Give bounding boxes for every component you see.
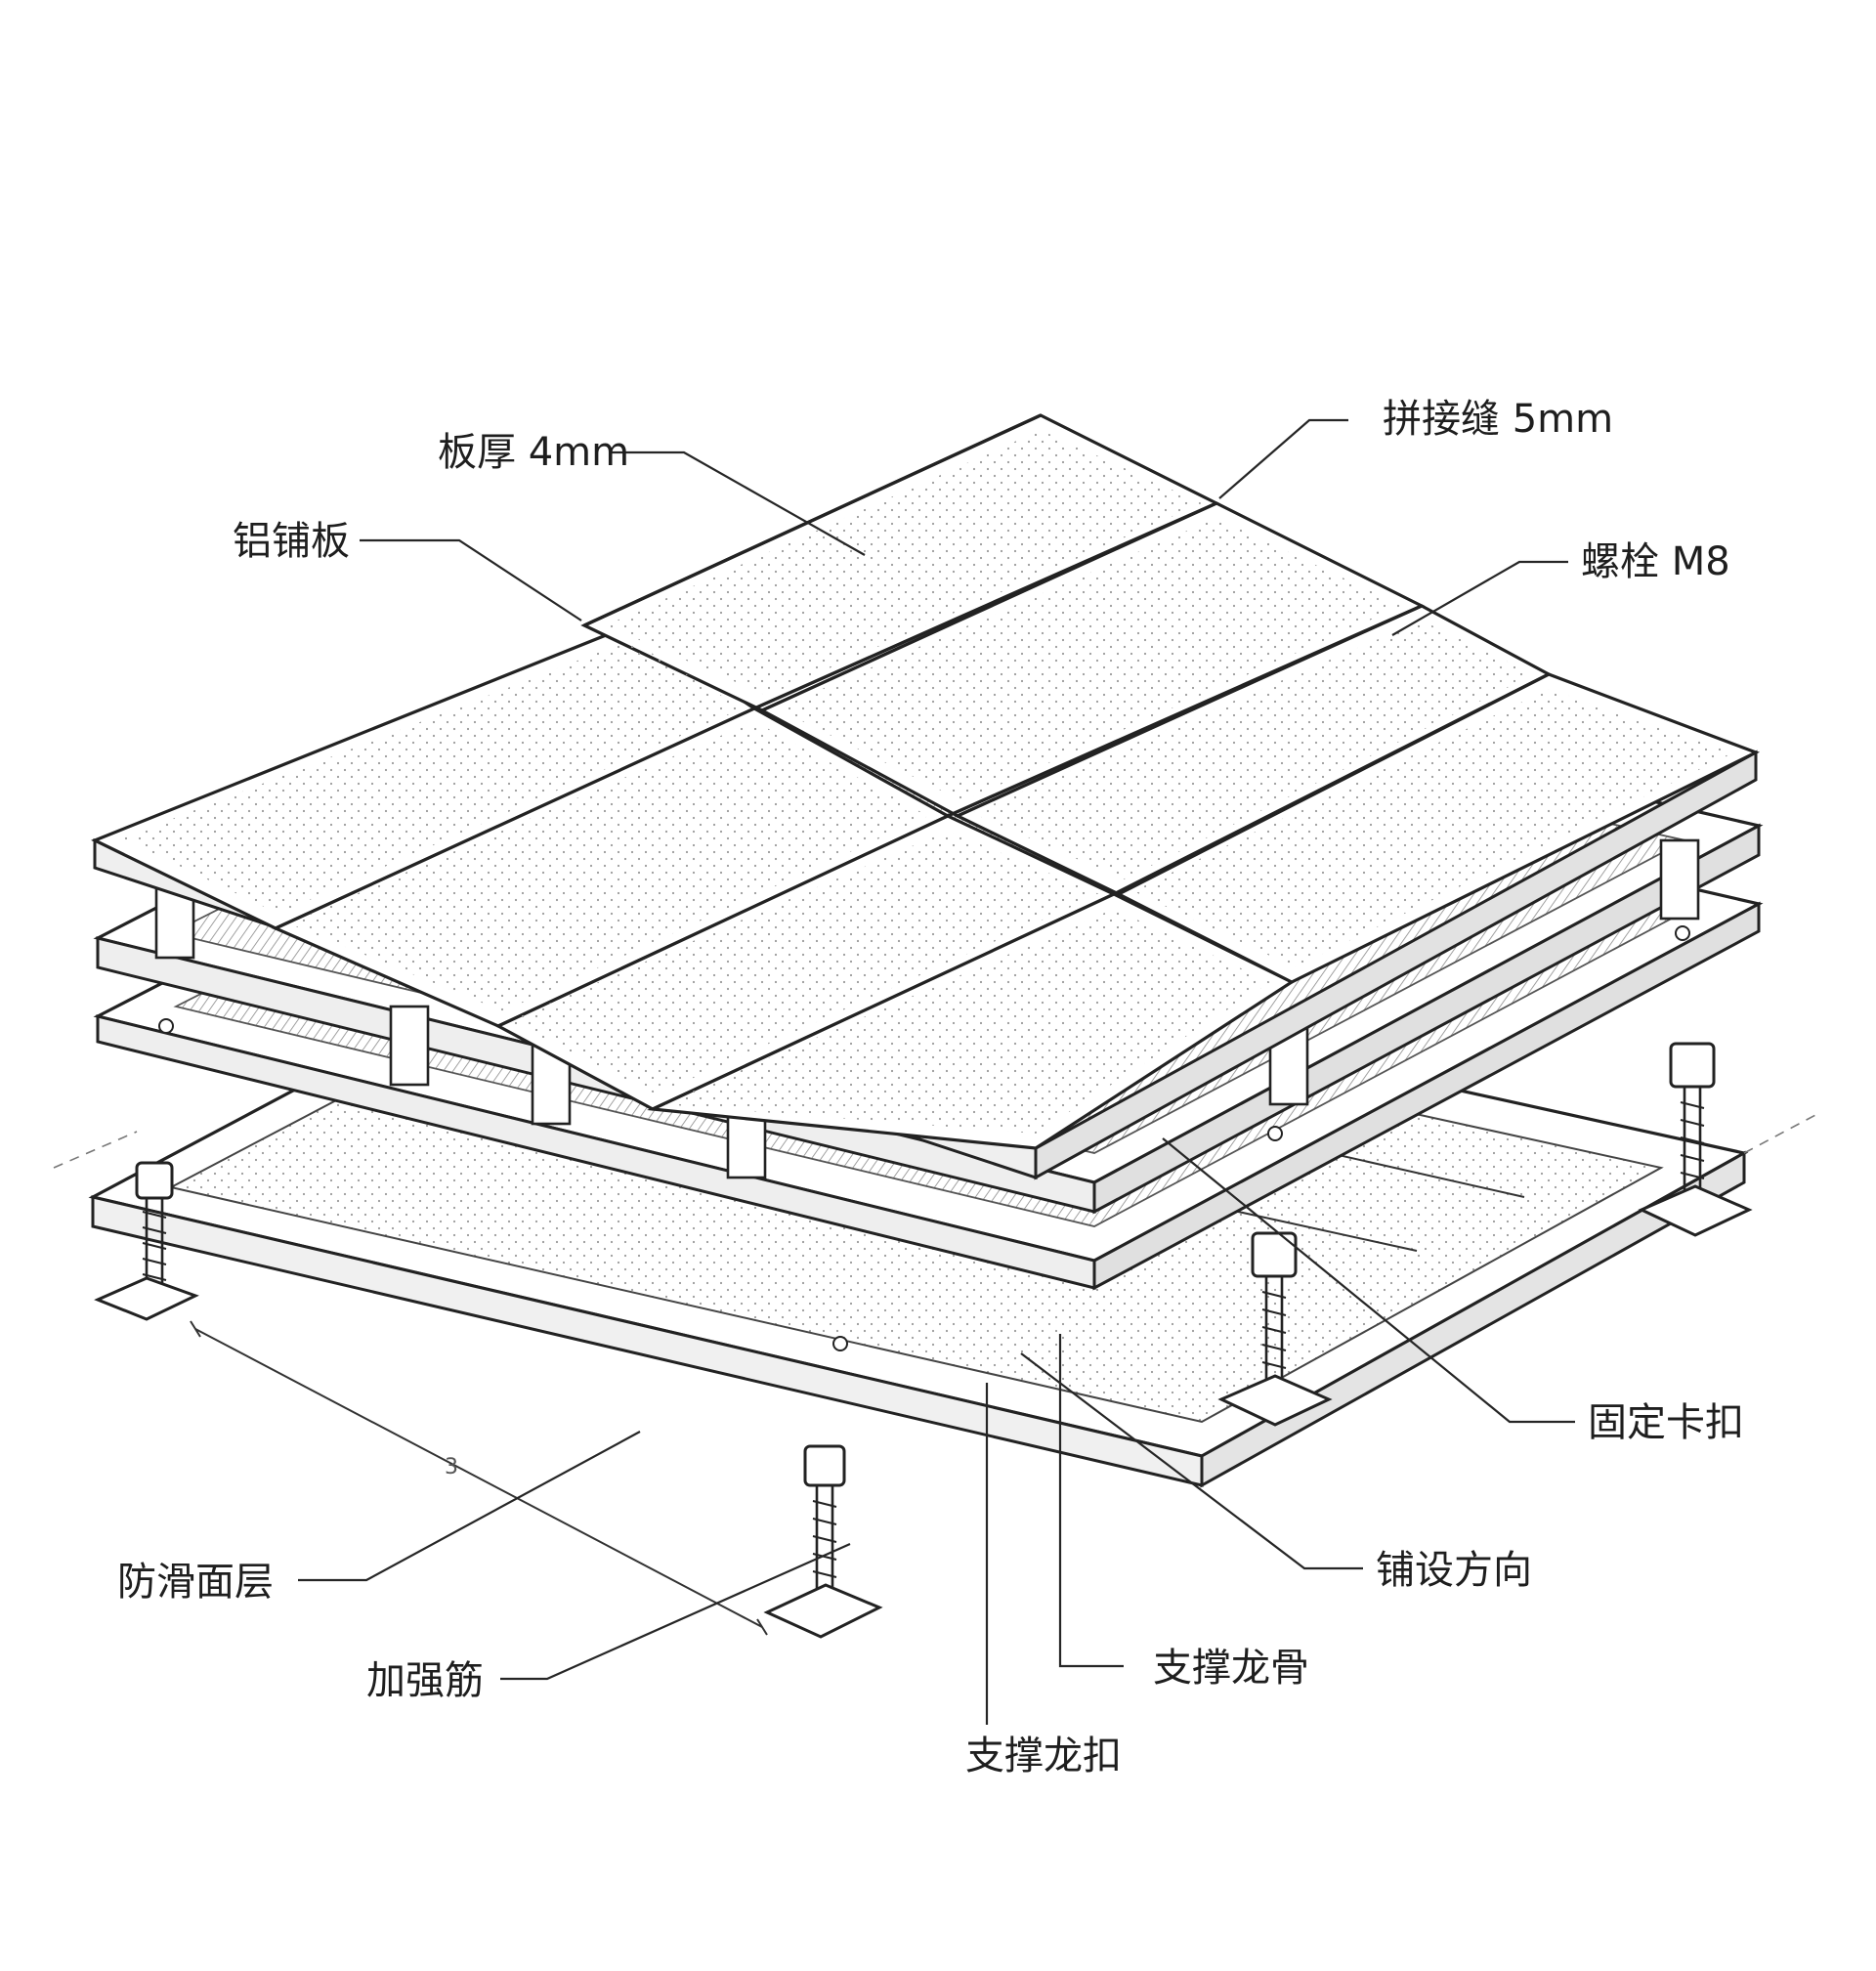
leader-plate-thickness <box>611 450 866 556</box>
callout-bolt: 螺栓 M8 <box>1581 539 1730 584</box>
callout-plate-thickness: 板厚 4mm <box>438 430 629 475</box>
callout-aluminum-plate: 铝铺板 <box>233 519 350 564</box>
leader-anti-slip-layer <box>298 1431 641 1582</box>
callout-laying-direction: 铺设方向 <box>1376 1548 1532 1593</box>
callout-labels: 板厚 4mm 拼接缝 5mm 铝铺板 螺栓 M8 固定卡扣 铺设方向 防滑面层 … <box>117 397 1744 1778</box>
callout-seam-width: 拼接缝 5mm <box>1383 397 1613 442</box>
callout-support-keel: 支撑龙骨 <box>1153 1646 1309 1691</box>
leveling-leg <box>1217 1231 1333 1427</box>
leader-support-keel <box>1058 1334 1124 1668</box>
callout-fixing-clip: 固定卡扣 <box>1588 1400 1744 1445</box>
leveling-legs <box>94 1042 1753 1639</box>
leader-bolt <box>1391 560 1568 636</box>
leader-lines <box>298 418 1575 1725</box>
callout-stiffener: 加强筋 <box>366 1658 484 1703</box>
leader-fixing-clip <box>1162 1137 1575 1424</box>
dimension-mark: 3 <box>445 1455 458 1479</box>
leveling-leg <box>1638 1042 1753 1237</box>
leveling-leg <box>763 1444 883 1639</box>
leader-laying-direction <box>1020 1352 1363 1570</box>
callout-support-keel-clip: 支撑龙扣 <box>965 1734 1122 1778</box>
dimension-line: 3 <box>190 1320 768 1636</box>
top-plates <box>91 413 1761 1180</box>
leader-seam-width <box>1218 418 1348 499</box>
leader-stiffener <box>500 1542 851 1681</box>
leader-aluminum-plate <box>360 538 582 621</box>
support-brackets <box>154 838 1700 1351</box>
leveling-leg <box>94 1161 199 1321</box>
callout-anti-slip-layer: 防滑面层 <box>117 1560 274 1605</box>
